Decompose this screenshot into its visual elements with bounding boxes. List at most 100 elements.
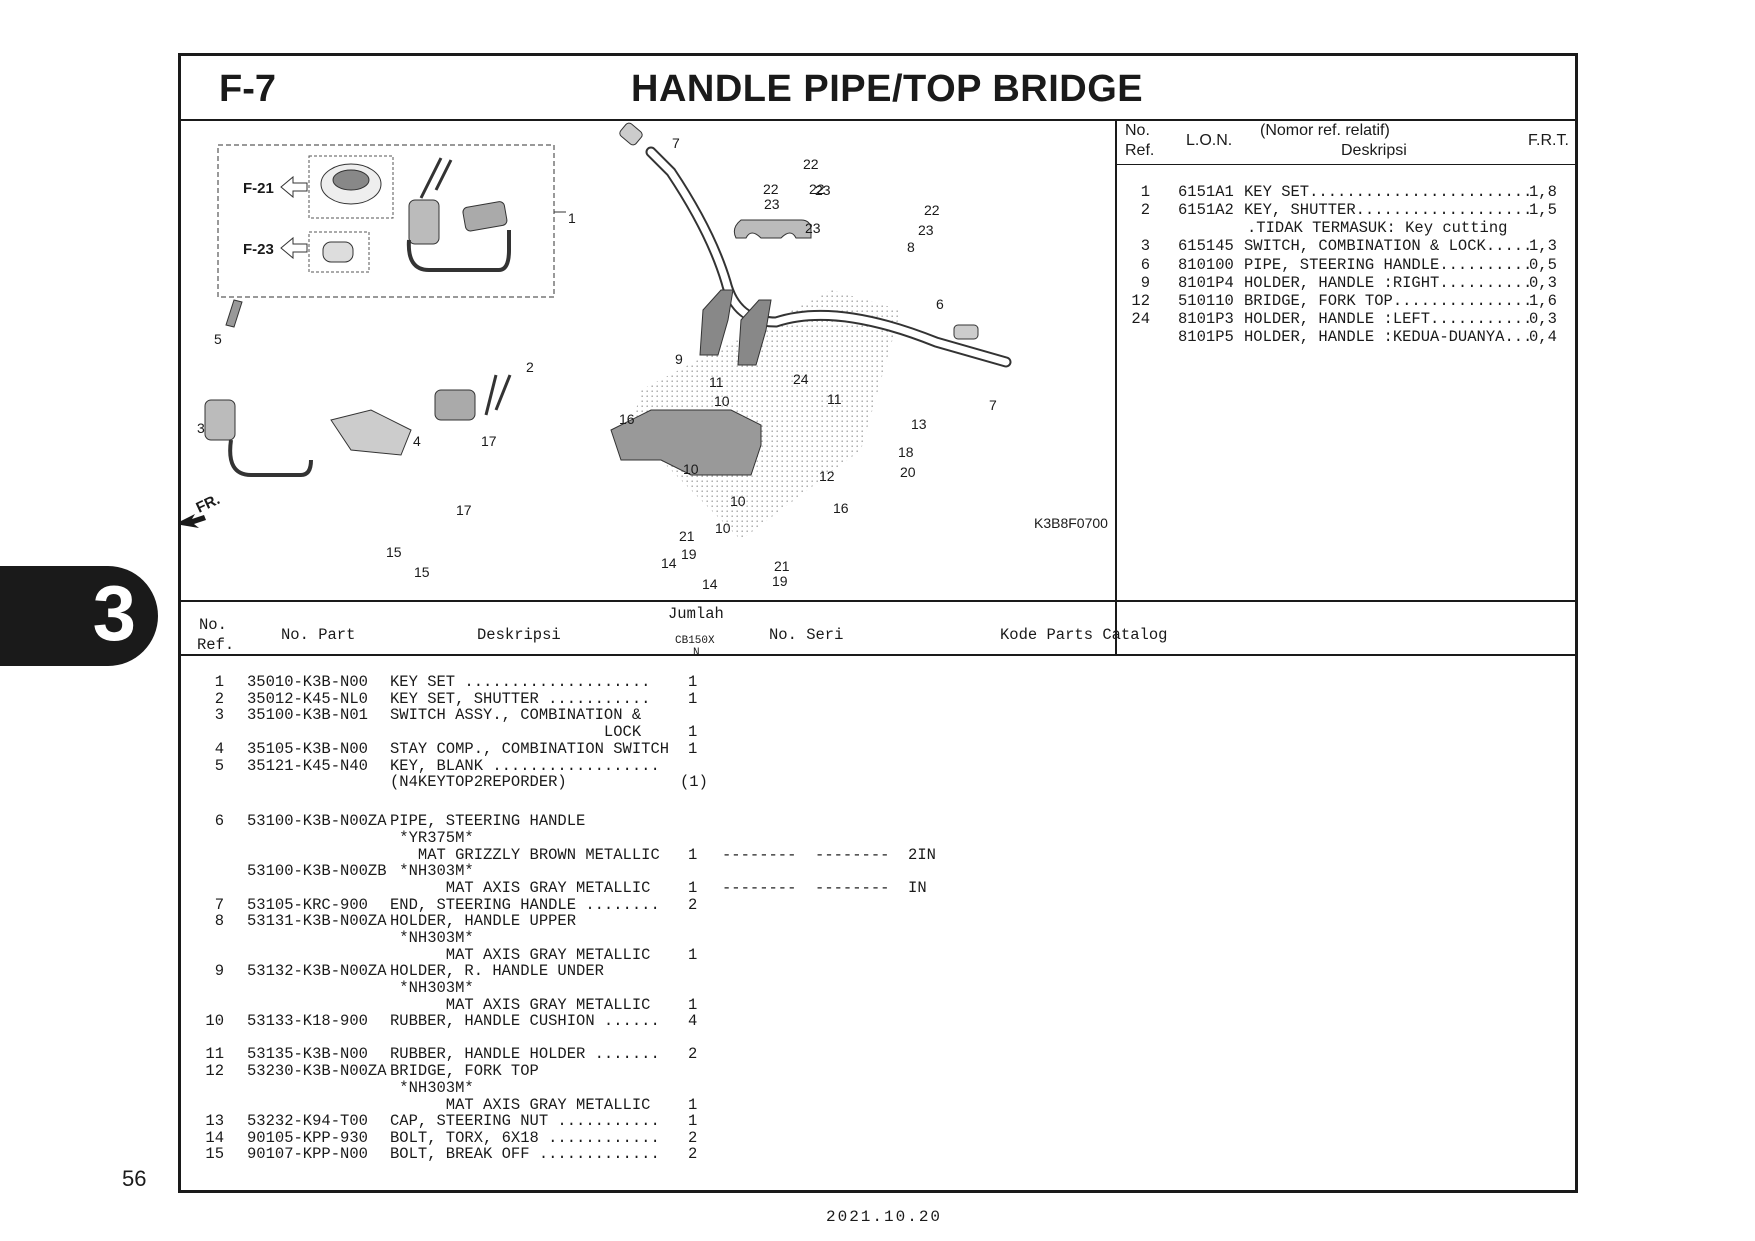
lon-desc: KEY SET........................ [1244, 183, 1533, 201]
part-desc: BRIDGE, FORK TOP [390, 1062, 539, 1080]
part-desc: KEY, BLANK .................. [390, 757, 660, 775]
parts-header-ref-2: Ref. [197, 636, 235, 654]
callout-label: 9 [675, 351, 683, 367]
callout-label: 10 [683, 461, 699, 477]
combination-switch [204, 399, 236, 441]
switch-bracket [406, 230, 511, 272]
lon-code: 810100 [1178, 256, 1234, 274]
lon-desc: HOLDER, HANDLE :RIGHT.......... [1244, 274, 1533, 292]
part-ref: 10 [205, 1012, 224, 1030]
part-number: 53133-K18-900 [247, 1012, 368, 1030]
callout-label: 23 [764, 196, 780, 212]
part-ref: 7 [214, 896, 224, 914]
lon-desc: KEY, SHUTTER................... [1244, 201, 1533, 219]
lon-code: 8101P5 [1178, 328, 1234, 346]
part-ref: 4 [214, 740, 224, 758]
part-desc: *NH303M* [390, 979, 474, 997]
part-desc: *YR375M* [390, 829, 474, 847]
part-desc: END, STEERING HANDLE ........ [390, 896, 660, 914]
part-desc: MAT AXIS GRAY METALLIC [390, 946, 651, 964]
callout-label: 22 [809, 181, 825, 197]
part-qty: 1 [688, 879, 698, 897]
ref-f21: F-21 [243, 180, 274, 197]
lon-header-ref-1: No. [1125, 122, 1150, 139]
callout-label: 7 [672, 135, 680, 151]
lon-frt: 1,5 [1529, 201, 1557, 219]
lon-frt: 0,4 [1529, 328, 1557, 346]
callout-label: 21 [679, 528, 695, 544]
part-qty: 2 [688, 1145, 698, 1163]
callout-label: 16 [619, 411, 635, 427]
callout-label: 5 [214, 331, 222, 347]
callout-label: 6 [936, 296, 944, 312]
callout-label: 20 [900, 464, 916, 480]
callout-label: 13 [911, 416, 927, 432]
part-desc: MAT GRIZZLY BROWN METALLIC [390, 846, 660, 864]
part-qty: 1 [688, 846, 698, 864]
callout-label: 17 [481, 433, 497, 449]
part-number: 90105-KPP-930 [247, 1129, 368, 1147]
callout-label: 1 [568, 210, 576, 226]
callout-label: 23 [815, 182, 831, 198]
part-seri: -------- -------- IN [722, 879, 927, 897]
part-qty: 4 [688, 1012, 698, 1030]
part-desc: MAT AXIS GRAY METALLIC [390, 879, 651, 897]
parts-header-top-line [181, 600, 1575, 602]
combination-bracket [228, 439, 313, 477]
lon-ref: 12 [1131, 292, 1150, 310]
callout-label: 19 [681, 546, 697, 562]
part-desc: BOLT, TORX, 6X18 ............ [390, 1129, 660, 1147]
part-number: 53135-K3B-N00 [247, 1045, 368, 1063]
callout-label: 8 [907, 239, 915, 255]
lon-frt: 0,5 [1529, 256, 1557, 274]
lon-frt: 1,8 [1529, 183, 1557, 201]
stay-comp [330, 409, 412, 456]
upper-holder [733, 219, 812, 239]
part-desc: PIPE, STEERING HANDLE [390, 812, 586, 830]
part-desc: *NH303M* [390, 929, 474, 947]
callout-label: 22 [763, 181, 779, 197]
part-desc: SWITCH ASSY., COMBINATION & [390, 706, 642, 724]
part-qty: 1 [688, 1112, 698, 1130]
ignition-keys [419, 157, 453, 199]
ignition-switch [408, 199, 440, 245]
part-desc: RUBBER, HANDLE HOLDER ....... [390, 1045, 660, 1063]
chapter-tab: 3 [0, 566, 158, 666]
shutter-keys [484, 374, 512, 416]
part-qty: 2 [688, 1129, 698, 1147]
lon-ref: 24 [1131, 310, 1150, 328]
fr-label: FR. [194, 491, 223, 517]
part-desc: LOCK [390, 723, 642, 741]
chapter-number: 3 [92, 569, 136, 657]
callout-label: 22 [924, 202, 940, 218]
lon-frt: 0,3 [1529, 274, 1557, 292]
stipple-area [631, 290, 901, 540]
part-ref: 1 [214, 673, 224, 691]
diagram-code: K3B8F0700 [1034, 515, 1108, 531]
part-desc: *NH303M* [390, 862, 474, 880]
part-desc: BOLT, BREAK OFF ............. [390, 1145, 660, 1163]
part-qty: 1 [688, 673, 698, 691]
lon-ref: 3 [1140, 237, 1150, 255]
part-desc: KEY SET, SHUTTER ........... [390, 690, 651, 708]
lon-desc: HOLDER, HANDLE :KEDUA-DUANYA... [1244, 328, 1533, 346]
parts-header-no-part: No. Part [281, 626, 356, 644]
parts-header-ref-1: No. [199, 616, 227, 634]
header-divider [181, 119, 1575, 121]
part-number: 35121-K45-N40 [247, 757, 368, 775]
parts-header-model-sub: N [693, 647, 700, 659]
lon-desc: BRIDGE, FORK TOP............... [1244, 292, 1533, 310]
part-ref: 8 [214, 912, 224, 930]
part-number: 53100-K3B-N00ZA [247, 812, 387, 830]
callout-label: 19 [772, 573, 788, 589]
callout-label: 23 [918, 222, 934, 238]
part-ref: 3 [214, 706, 224, 724]
inset-box [217, 144, 555, 298]
lon-frt: 0,3 [1529, 310, 1557, 328]
part-desc: RUBBER, HANDLE CUSHION ...... [390, 1012, 660, 1030]
part-ref: 11 [205, 1045, 224, 1063]
part-qty: 1 [688, 723, 698, 741]
arrow-f21-icon [280, 175, 308, 199]
top-bridge [610, 409, 762, 476]
lon-frt: 1,6 [1529, 292, 1557, 310]
